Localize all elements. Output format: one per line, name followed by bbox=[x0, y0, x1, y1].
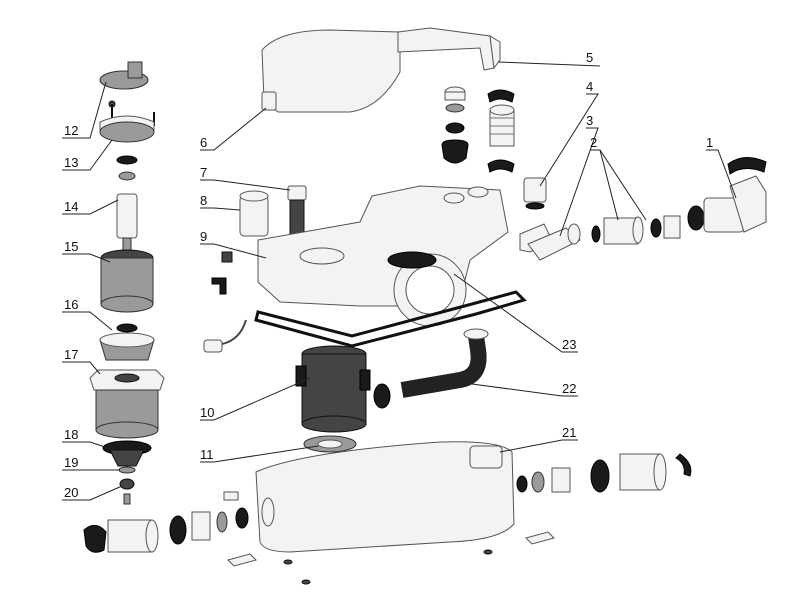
part-2-inlet-sleeve bbox=[591, 215, 681, 245]
housing-seal-gasket bbox=[254, 290, 527, 348]
part-14-rotor-shaft bbox=[116, 193, 138, 251]
callout-9: 9 bbox=[200, 229, 207, 244]
callout-20: 20 bbox=[64, 485, 78, 500]
part-11-cutter-blade bbox=[303, 435, 357, 453]
callout-10: 10 bbox=[200, 405, 214, 420]
callout-3: 3 bbox=[586, 113, 593, 128]
callout-19: 19 bbox=[64, 455, 78, 470]
callout-12: 12 bbox=[64, 123, 78, 138]
part-12-motor-top-cap bbox=[99, 61, 149, 90]
callout-numbers: 1 2 3 4 5 6 7 8 9 10 11 12 13 14 15 16 1… bbox=[64, 50, 713, 500]
part-1-elbow-inlet bbox=[687, 157, 767, 233]
part-13-motor-cover bbox=[99, 100, 155, 143]
callout-22: 22 bbox=[562, 381, 576, 396]
part-16-motor-flange bbox=[99, 323, 155, 361]
callout-23: 23 bbox=[562, 337, 576, 352]
callout-14: 14 bbox=[64, 199, 78, 214]
part-6-clip bbox=[261, 91, 277, 111]
callout-13: 13 bbox=[64, 155, 78, 170]
callout-15: 15 bbox=[64, 239, 78, 254]
part-19-washer bbox=[118, 466, 136, 474]
part-21-tank bbox=[255, 441, 515, 553]
callout-17: 17 bbox=[64, 347, 78, 362]
callout-1: 1 bbox=[706, 135, 713, 150]
part-10-motor-sleeve bbox=[295, 345, 371, 433]
non-return-valve-parts bbox=[441, 86, 469, 164]
callout-16: 16 bbox=[64, 297, 78, 312]
callout-21: 21 bbox=[562, 425, 576, 440]
inlet-adapter-stack bbox=[487, 89, 515, 173]
part-18-impeller bbox=[102, 440, 152, 467]
hose-clamp bbox=[373, 383, 391, 409]
callout-2: 2 bbox=[590, 135, 597, 150]
bottom-left-inlet-fittings bbox=[83, 491, 249, 553]
power-cable-plug bbox=[203, 319, 247, 353]
tank-feet bbox=[227, 531, 555, 585]
callout-11: 11 bbox=[200, 447, 214, 462]
callout-6: 6 bbox=[200, 135, 207, 150]
leader-lines bbox=[62, 61, 737, 501]
callout-4: 4 bbox=[586, 79, 593, 94]
part-20-nut bbox=[119, 478, 135, 505]
o-ring bbox=[116, 155, 138, 165]
part-17-pump-housing bbox=[89, 369, 165, 439]
callout-8: 8 bbox=[200, 193, 207, 208]
part-3-inlet-elbow bbox=[527, 223, 581, 261]
callout-7: 7 bbox=[200, 165, 207, 180]
callout-18: 18 bbox=[64, 427, 78, 442]
part-22-discharge-hose bbox=[400, 328, 489, 398]
bottom-right-inlet-fittings bbox=[516, 453, 692, 493]
bearing bbox=[118, 171, 136, 181]
part-9-connector bbox=[221, 251, 233, 263]
part-5-top-cover bbox=[261, 27, 501, 113]
part-15-motor-stator bbox=[100, 249, 154, 313]
terminal-clip bbox=[211, 277, 227, 295]
callout-5: 5 bbox=[586, 50, 593, 65]
part-8-capacitor bbox=[239, 190, 269, 237]
part-23-outlet-ring bbox=[387, 251, 467, 327]
